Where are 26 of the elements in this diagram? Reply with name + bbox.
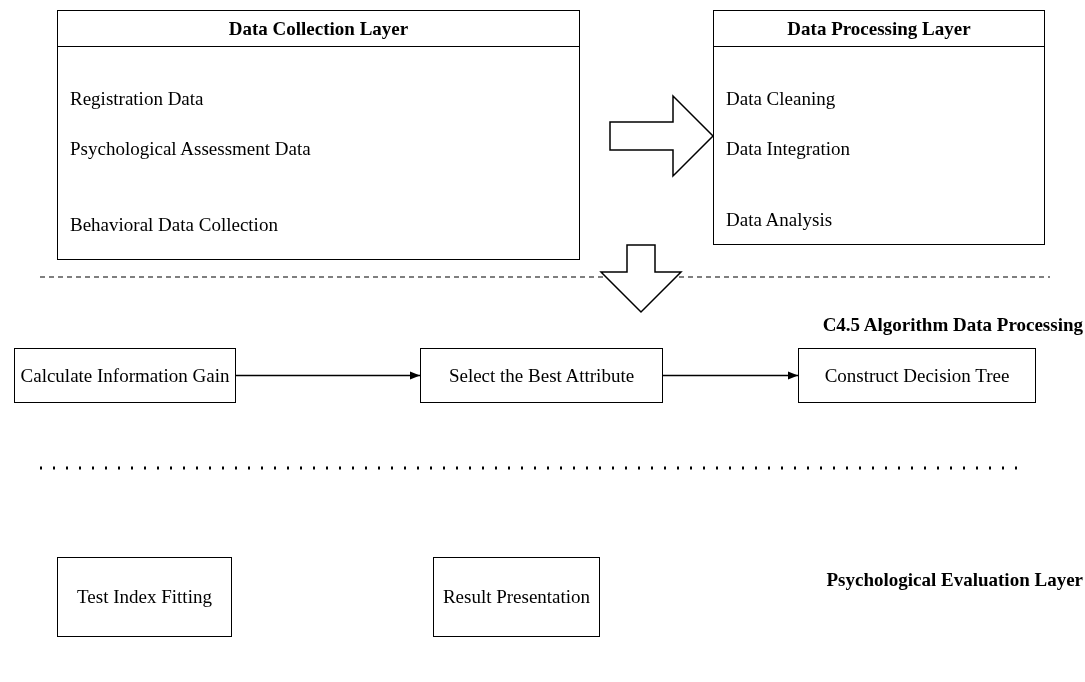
box-label: Construct Decision Tree xyxy=(824,364,1010,387)
list-item: Psychological Assessment Data xyxy=(70,138,311,160)
list-item: Registration Data xyxy=(70,88,204,110)
block-arrow xyxy=(609,94,715,178)
list-item: Data Integration xyxy=(726,138,850,160)
block-arrow xyxy=(599,244,683,314)
process-box xyxy=(14,348,236,403)
list-item: Data Cleaning xyxy=(726,88,836,110)
process-box xyxy=(433,557,600,637)
layer-box xyxy=(57,10,580,260)
box-label: Test Index Fitting xyxy=(77,586,212,608)
process-box xyxy=(420,348,663,403)
layer-title: Data Collection Layer xyxy=(227,18,410,40)
arrow xyxy=(235,371,421,380)
arrow xyxy=(662,371,799,380)
section-heading: C4.5 Algorithm Data Processing xyxy=(822,314,1083,336)
layer-title: Data Processing Layer xyxy=(786,18,972,40)
list-item: Data Analysis xyxy=(726,209,833,231)
box-label: Calculate Information Gain xyxy=(20,364,230,387)
layer-box xyxy=(713,10,1045,245)
process-box xyxy=(798,348,1036,403)
box-label: Select the Best Attribute xyxy=(448,364,635,387)
list-item: Behavioral Data Collection xyxy=(70,214,278,236)
box-label: Result Presentation xyxy=(442,586,591,608)
section-heading: Psychological Evaluation Layer xyxy=(826,569,1083,591)
process-box xyxy=(57,557,232,637)
